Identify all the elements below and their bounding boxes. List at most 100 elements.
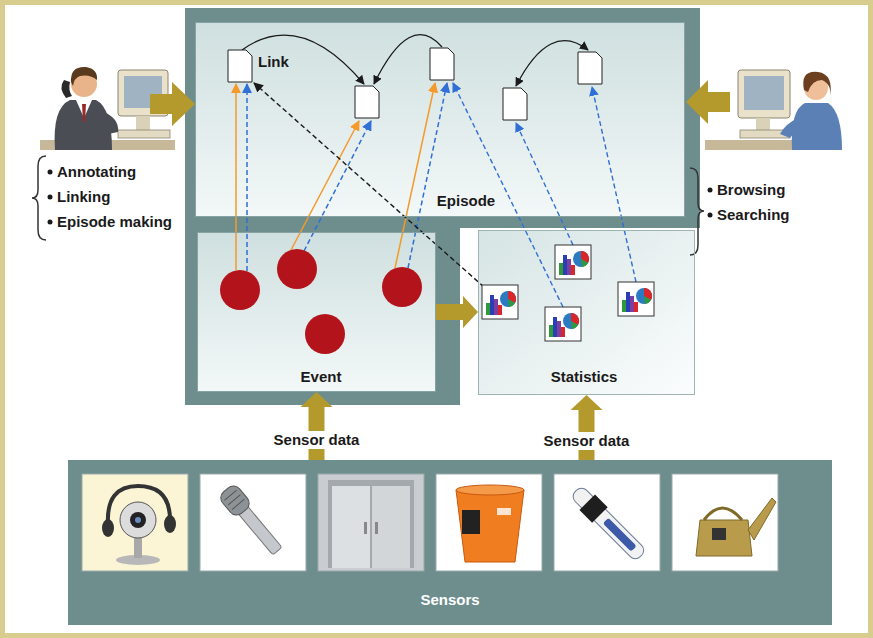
bullet-dot bbox=[708, 188, 713, 193]
chart-icon bbox=[581, 259, 588, 267]
statistics-link-line bbox=[254, 83, 636, 307]
chart-icon bbox=[482, 245, 654, 341]
frame bbox=[3, 3, 871, 636]
chart-icon bbox=[573, 251, 589, 267]
link-label: Link bbox=[258, 53, 289, 70]
chart-icon bbox=[567, 259, 571, 275]
episode-document bbox=[578, 52, 602, 84]
statistics-link-line bbox=[516, 123, 573, 245]
sensor-cup bbox=[456, 490, 524, 562]
annotator-person bbox=[136, 116, 150, 130]
system-region bbox=[478, 230, 695, 395]
event-link-line bbox=[408, 83, 447, 268]
label-holder: Browsing bbox=[717, 181, 785, 199]
chart-icon bbox=[644, 296, 651, 304]
link-arc bbox=[516, 41, 588, 86]
chart-icon bbox=[557, 321, 561, 337]
chart-icon bbox=[494, 299, 498, 315]
bracket bbox=[32, 156, 46, 240]
chart-icon bbox=[555, 245, 591, 279]
bullet-dot bbox=[48, 195, 53, 200]
sensor-watering-can bbox=[672, 474, 778, 571]
label-holder: Link bbox=[258, 53, 289, 71]
sensor-elevator bbox=[318, 474, 424, 571]
chart-icon bbox=[563, 313, 579, 329]
input-arrow bbox=[686, 80, 730, 124]
chart-icon bbox=[626, 292, 630, 312]
chart-icon bbox=[500, 291, 516, 307]
event-circle bbox=[277, 249, 317, 289]
sensor-toothbrush bbox=[554, 474, 660, 571]
statistics-panel: Statistics bbox=[478, 230, 695, 395]
sensor-band bbox=[68, 460, 832, 625]
chart-icon bbox=[545, 307, 581, 341]
sensor-microphone bbox=[218, 483, 253, 519]
label-holder: Linking bbox=[57, 188, 110, 206]
panel-title: Event bbox=[301, 368, 342, 385]
viewer-person bbox=[738, 70, 790, 118]
chart-icon bbox=[559, 263, 563, 275]
event-circle bbox=[220, 249, 422, 354]
event-link-line bbox=[246, 84, 248, 271]
sensor-elevator bbox=[372, 486, 410, 568]
episode-panel: Episode bbox=[195, 22, 685, 217]
frame bbox=[3, 3, 871, 636]
event-link-line bbox=[395, 83, 435, 268]
edge-label-holder: Sensor data bbox=[271, 431, 363, 449]
chart-icon bbox=[490, 295, 494, 315]
sensor-cup bbox=[436, 474, 542, 571]
sensor-toothbrush bbox=[579, 494, 607, 522]
action-item: Episode making bbox=[57, 213, 172, 230]
edge-label-holder: Sensor data bbox=[541, 432, 633, 450]
text-holder: Episode bbox=[437, 192, 495, 210]
sensor-watering-can bbox=[712, 528, 726, 540]
system-region bbox=[185, 8, 700, 405]
bullet-dot bbox=[708, 213, 713, 218]
sensor-elevator bbox=[332, 486, 370, 568]
action-item: Annotating bbox=[57, 163, 136, 180]
system-region bbox=[195, 22, 685, 217]
action-item: Linking bbox=[57, 188, 110, 205]
sensor-microphone bbox=[200, 474, 306, 571]
sensor-microphone bbox=[200, 474, 306, 571]
viewer-person bbox=[756, 118, 770, 130]
panel-title: Sensors bbox=[420, 591, 479, 608]
event-circle bbox=[382, 267, 422, 307]
chart-icon bbox=[508, 299, 515, 307]
label-holder: Annotating bbox=[57, 163, 136, 181]
sensor-elevator bbox=[328, 480, 414, 568]
sensor-cup bbox=[456, 485, 524, 495]
chart-icon bbox=[482, 285, 518, 319]
event-link-line bbox=[235, 84, 237, 270]
sensor-toothbrush bbox=[554, 474, 660, 571]
system-region bbox=[185, 8, 700, 405]
sensor-webcam bbox=[130, 512, 146, 528]
sensor-microphone bbox=[218, 483, 286, 558]
action-item: Browsing bbox=[717, 181, 785, 198]
chart-icon bbox=[486, 303, 490, 315]
data-flow-arrow bbox=[436, 296, 478, 328]
chart-icon bbox=[561, 327, 565, 337]
sensor-cup bbox=[462, 510, 480, 534]
action-item: Searching bbox=[717, 206, 790, 223]
episode-document bbox=[430, 48, 454, 80]
chart-icon bbox=[618, 282, 654, 316]
annotator-person bbox=[71, 67, 97, 86]
sensor-microphone bbox=[224, 490, 244, 509]
viewer-person bbox=[780, 118, 804, 138]
panel-title: Episode bbox=[437, 192, 495, 209]
sensor-webcam bbox=[82, 474, 188, 571]
event-circle bbox=[305, 314, 345, 354]
bullet-dot bbox=[48, 170, 53, 175]
chart-icon bbox=[634, 302, 638, 312]
data-flow-arrow bbox=[571, 395, 603, 460]
sensor-cup bbox=[497, 508, 511, 515]
chart-icon bbox=[553, 317, 557, 337]
chart-icon bbox=[622, 300, 626, 312]
text-holder: Event bbox=[301, 368, 342, 386]
annotator-person bbox=[82, 104, 86, 122]
sensor-band bbox=[68, 460, 832, 625]
episode-document bbox=[503, 88, 527, 120]
sensor-watering-can bbox=[672, 474, 778, 571]
